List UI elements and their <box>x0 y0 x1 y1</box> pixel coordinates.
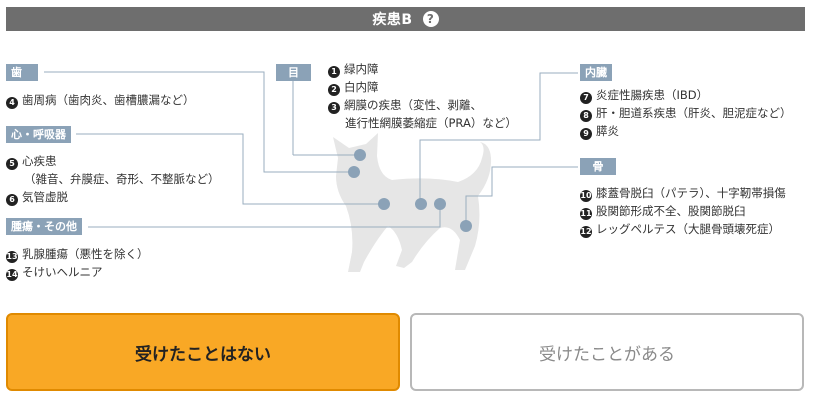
line-teeth <box>44 71 354 173</box>
tag-bone: 骨 <box>580 158 616 175</box>
item-label: 緑内障 <box>344 62 379 76</box>
number-badge: 1 <box>328 66 340 78</box>
list-item-glaucoma: 1 緑内障 <box>328 62 379 78</box>
item-label: 気管虚脱 <box>22 190 68 204</box>
item-label: そけいヘルニア <box>22 265 103 279</box>
help-icon[interactable]: ? <box>422 11 439 27</box>
line-tumor <box>88 204 441 228</box>
list-item-inguinal-hernia: 14 そけいヘルニア <box>6 265 103 281</box>
list-item-liver: 8 肝・胆道系疾患（肝炎、胆泥症など） <box>580 106 792 122</box>
list-item-tracheal-collapse: 6 気管虚脱 <box>6 190 68 206</box>
had-before-button[interactable]: 受けたことがある <box>410 313 804 391</box>
number-badge: 6 <box>6 194 18 206</box>
item-label: 肝・胆道系疾患（肝炎、胆泥症など） <box>596 106 792 120</box>
cat-body <box>333 133 492 272</box>
cat-silhouette <box>333 133 492 272</box>
body-dots <box>348 149 472 232</box>
number-badge: 14 <box>6 269 18 281</box>
item-label: 乳腺腫瘍（悪性を除く） <box>22 247 149 261</box>
tag-teeth: 歯 <box>6 64 38 81</box>
number-badge: 10 <box>580 190 592 202</box>
item-label: 白内障 <box>344 80 379 94</box>
number-badge: 9 <box>580 128 592 140</box>
never-had-button[interactable]: 受けたことはない <box>6 313 400 391</box>
number-badge: 4 <box>6 97 18 109</box>
dot-organs[interactable] <box>415 198 427 210</box>
page-header: 疾患B ? <box>6 7 805 31</box>
diagram-svg <box>44 71 578 272</box>
list-item-pancreatitis: 9 膵炎 <box>580 124 619 140</box>
item-label-continued: （雑音、弁膜症、奇形、不整脈など） <box>24 172 220 186</box>
item-label: 股関節形成不全、股関節脱臼 <box>596 204 746 218</box>
dot-bone[interactable] <box>460 220 472 232</box>
line-organs <box>419 72 578 204</box>
number-badge: 11 <box>580 208 592 220</box>
dot-heart[interactable] <box>378 198 390 210</box>
item-label: レッグペルテス（大腿骨頭壊死症） <box>596 222 780 236</box>
item-label: 歯周病（歯肉炎、歯槽膿漏など） <box>22 93 195 107</box>
number-badge: 8 <box>580 110 592 122</box>
list-item-periodontal: 4 歯周病（歯肉炎、歯槽膿漏など） <box>6 93 195 109</box>
tag-heart: 心・呼吸器 <box>6 126 71 143</box>
item-label: 炎症性腸疾患（IBD） <box>596 88 709 102</box>
list-item-mammary-tumor: 13 乳腺腫瘍（悪性を除く） <box>6 247 149 263</box>
number-badge: 13 <box>6 251 18 263</box>
tag-organs: 内臓 <box>580 64 612 81</box>
list-item-hip-dysplasia: 11 股関節形成不全、股関節脱臼 <box>580 204 746 220</box>
line-bone <box>465 166 578 226</box>
dot-eye[interactable] <box>354 149 366 161</box>
list-item-ibd: 7 炎症性腸疾患（IBD） <box>580 88 708 104</box>
item-label-continued: 進行性網膜萎縮症（PRA）など） <box>345 116 517 130</box>
item-label: 膵炎 <box>596 124 619 138</box>
number-badge: 2 <box>328 84 340 96</box>
dot-tumor[interactable] <box>434 198 446 210</box>
item-label: 心疾患 <box>22 154 57 168</box>
connector-lines <box>44 71 578 228</box>
item-label: 網膜の疾患（変性、剥離、 <box>344 98 482 112</box>
list-item-heart-disease: 5 心疾患 <box>6 154 57 170</box>
list-item-retina: 3 網膜の疾患（変性、剥離、 <box>328 98 482 114</box>
page-title: 疾患B <box>372 12 413 28</box>
number-badge: 3 <box>328 102 340 114</box>
tag-tumor: 腫瘍・その他 <box>6 218 82 235</box>
tag-eye: 目 <box>276 64 311 81</box>
item-label: 膝蓋骨脱臼（パテラ）、十字靭帯損傷 <box>596 186 786 200</box>
dot-teeth[interactable] <box>348 166 360 178</box>
number-badge: 12 <box>580 226 592 238</box>
line-heart <box>76 133 384 205</box>
list-item-legg-perthes: 12 レッグペルテス（大腿骨頭壊死症） <box>580 222 780 238</box>
list-item-cataract: 2 白内障 <box>328 80 379 96</box>
list-item-patella: 10 膝蓋骨脱臼（パテラ）、十字靭帯損傷 <box>580 186 786 202</box>
number-badge: 7 <box>580 92 592 104</box>
number-badge: 5 <box>6 158 18 170</box>
